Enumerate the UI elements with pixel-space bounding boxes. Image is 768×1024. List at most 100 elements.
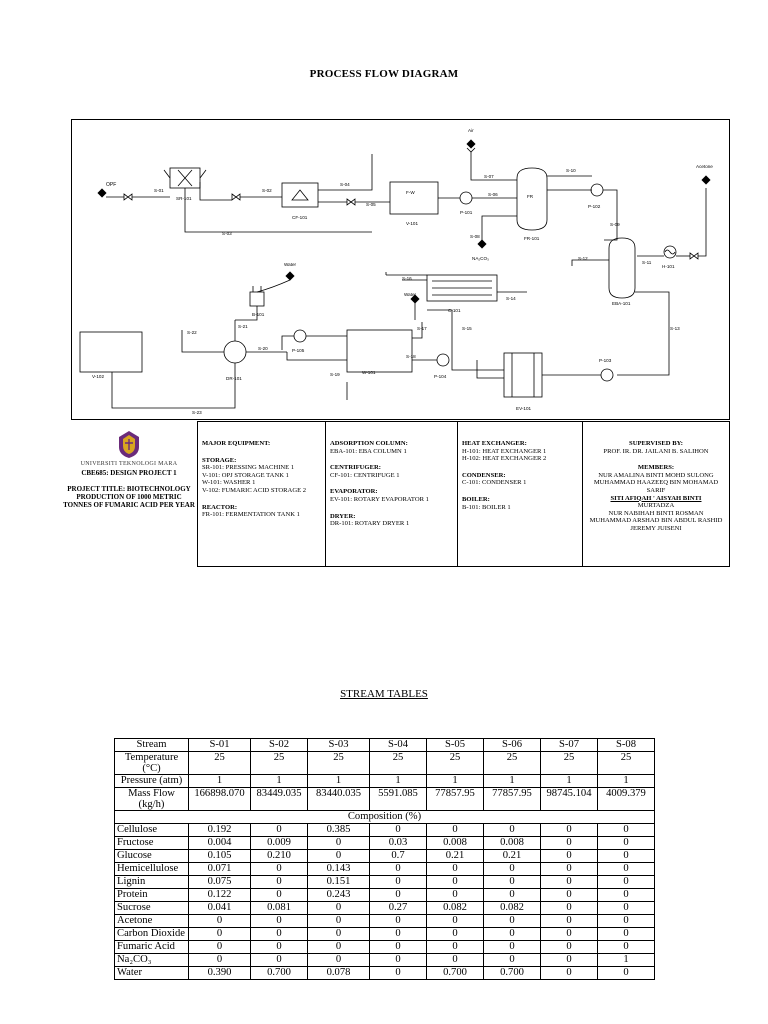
equipment-item: EV-101: ROTARY EVAPORATOR 1 xyxy=(330,495,429,503)
cell-value: 0 xyxy=(483,823,541,837)
valve-icon-1 xyxy=(123,193,133,201)
p103-shape xyxy=(600,368,614,382)
cell-value: 0.004 xyxy=(188,836,251,850)
cell-value: S-08 xyxy=(597,738,655,752)
cell-value: 1 xyxy=(188,774,251,788)
w101-shape xyxy=(346,329,413,373)
equipment-heading: STORAGE: xyxy=(202,456,237,464)
stream-label-s18: S-18 xyxy=(406,354,416,359)
cell-value: 25 xyxy=(426,751,484,775)
row-label: Sucrose xyxy=(114,901,189,915)
project-title: PROJECT TITLE: BIOTECHNOLOGY PRODUCTION … xyxy=(63,485,195,509)
equipment-label-eba101: EBA-101 xyxy=(612,301,631,306)
cell-value: 0.210 xyxy=(250,849,308,863)
cell-value: 25 xyxy=(483,751,541,775)
members-heading: MEMBERS: xyxy=(637,464,675,472)
row-label: Fumaric Acid xyxy=(114,940,189,954)
cell-value: 0 xyxy=(369,953,427,967)
equipment-heading: ADSORPTION COLUMN: xyxy=(330,440,408,447)
supervisor-name: PROF. IR. DR. JAILANI B. SALIHON xyxy=(603,447,709,455)
cell-value: 0.151 xyxy=(307,875,370,889)
equipment-item: FR-101: FERMENTATION TANK 1 xyxy=(202,511,300,519)
cell-value: 0 xyxy=(250,914,308,928)
equipment-label-p105: P-105 xyxy=(292,348,305,353)
stream-label-s12: S-12 xyxy=(578,256,588,261)
stream-label-s01: S-01 xyxy=(154,188,164,193)
row-label: Temperature (°C) xyxy=(114,751,189,775)
cell-value: 0.041 xyxy=(188,901,251,915)
stream-label-s10: S-10 xyxy=(566,168,576,173)
cell-value: 0 xyxy=(540,914,598,928)
row-label: Pressure (atm) xyxy=(114,774,189,788)
equipment-heading: DRYER: xyxy=(330,512,356,520)
equipment-label-p103: P-103 xyxy=(599,358,612,363)
cell-value: 0 xyxy=(540,901,598,915)
cell-value: 0 xyxy=(597,940,655,954)
cell-value: 0 xyxy=(483,914,541,928)
cell-value: 0.009 xyxy=(250,836,308,850)
course-code: CBE685: DESIGN PROJECT 1 xyxy=(81,469,177,477)
cell-value: 25 xyxy=(540,751,598,775)
cell-value: 0 xyxy=(540,862,598,876)
feed-label-air: Air xyxy=(468,128,474,133)
member-2: MUHAMMAD HAAZEEQ BIN MOHAMAD SARIF xyxy=(593,479,719,494)
equipment-item: DR-101: ROTARY DRYER 1 xyxy=(330,520,410,528)
cell-value: 0 xyxy=(540,849,598,863)
equipment-label-b101: B-101 xyxy=(252,312,265,317)
cell-value: 0 xyxy=(369,966,427,980)
row-label: Acetone xyxy=(114,914,189,928)
equipment-label-v102: V-102 xyxy=(92,374,104,379)
row-label: Lignin xyxy=(114,875,189,889)
pfd-canvas: OPF S-01 SR-101 S-02 S-03 S-04 S-05 CF-1… xyxy=(79,128,713,415)
cell-value: 0 xyxy=(307,849,370,863)
equipment-item: CF-101: CENTRIFUGE 1 xyxy=(330,471,400,479)
equipment-item: W-101: WASHER 1 xyxy=(202,479,256,487)
logo-cell: UNIVERSITI TEKNOLOGI MARA CBE685: DESIGN… xyxy=(60,421,198,567)
stream-label-s03: S-03 xyxy=(222,231,232,236)
equipment-item: V-102: FUMARIC ACID STORAGE 2 xyxy=(202,486,307,494)
cell-value: 83440.035 xyxy=(307,787,370,811)
cell-value: 0 xyxy=(188,953,251,967)
cell-value: 83449.035 xyxy=(250,787,308,811)
equipment-label-v101: V-101 xyxy=(406,221,418,226)
equipment-heading: BOILER: xyxy=(462,495,490,503)
v101-shape xyxy=(389,181,439,215)
cell-value: S-01 xyxy=(188,738,251,752)
cell-value: S-07 xyxy=(540,738,598,752)
cell-value: 25 xyxy=(369,751,427,775)
cell-value: 0.21 xyxy=(426,849,484,863)
row-label: Na₂CO₃ xyxy=(114,953,189,967)
stream-label-s22: S-22 xyxy=(187,330,197,335)
stream-label-s20: S-20 xyxy=(258,346,268,351)
cell-value: 0 xyxy=(188,914,251,928)
cell-value: 0.390 xyxy=(188,966,251,980)
member-6: JEREMY JUISENI xyxy=(630,524,682,532)
equipment-label-fr101: FR-101 xyxy=(524,236,540,241)
cell-value: 0.008 xyxy=(483,836,541,850)
cell-value: 0 xyxy=(369,862,427,876)
cell-value: 0 xyxy=(369,823,427,837)
cell-value: 77857.95 xyxy=(426,787,484,811)
equipment-label-dr101: DR-101 xyxy=(226,376,242,381)
cell-value: 0.075 xyxy=(188,875,251,889)
cell-value: 0 xyxy=(597,823,655,837)
cell-value: 0 xyxy=(369,914,427,928)
cell-value: 0 xyxy=(426,940,484,954)
cell-value: 0 xyxy=(250,888,308,902)
cell-value: 0 xyxy=(426,888,484,902)
cell-value: S-06 xyxy=(483,738,541,752)
cell-value: 0.082 xyxy=(426,901,484,915)
stream-label-s19: S-19 xyxy=(330,372,340,377)
equipment-heading: HEAT EXCHANGER: xyxy=(462,440,527,447)
cell-value: 0 xyxy=(597,875,655,889)
cell-value: 0.700 xyxy=(250,966,308,980)
cell-value: 0 xyxy=(540,875,598,889)
cell-value: 0 xyxy=(540,836,598,850)
